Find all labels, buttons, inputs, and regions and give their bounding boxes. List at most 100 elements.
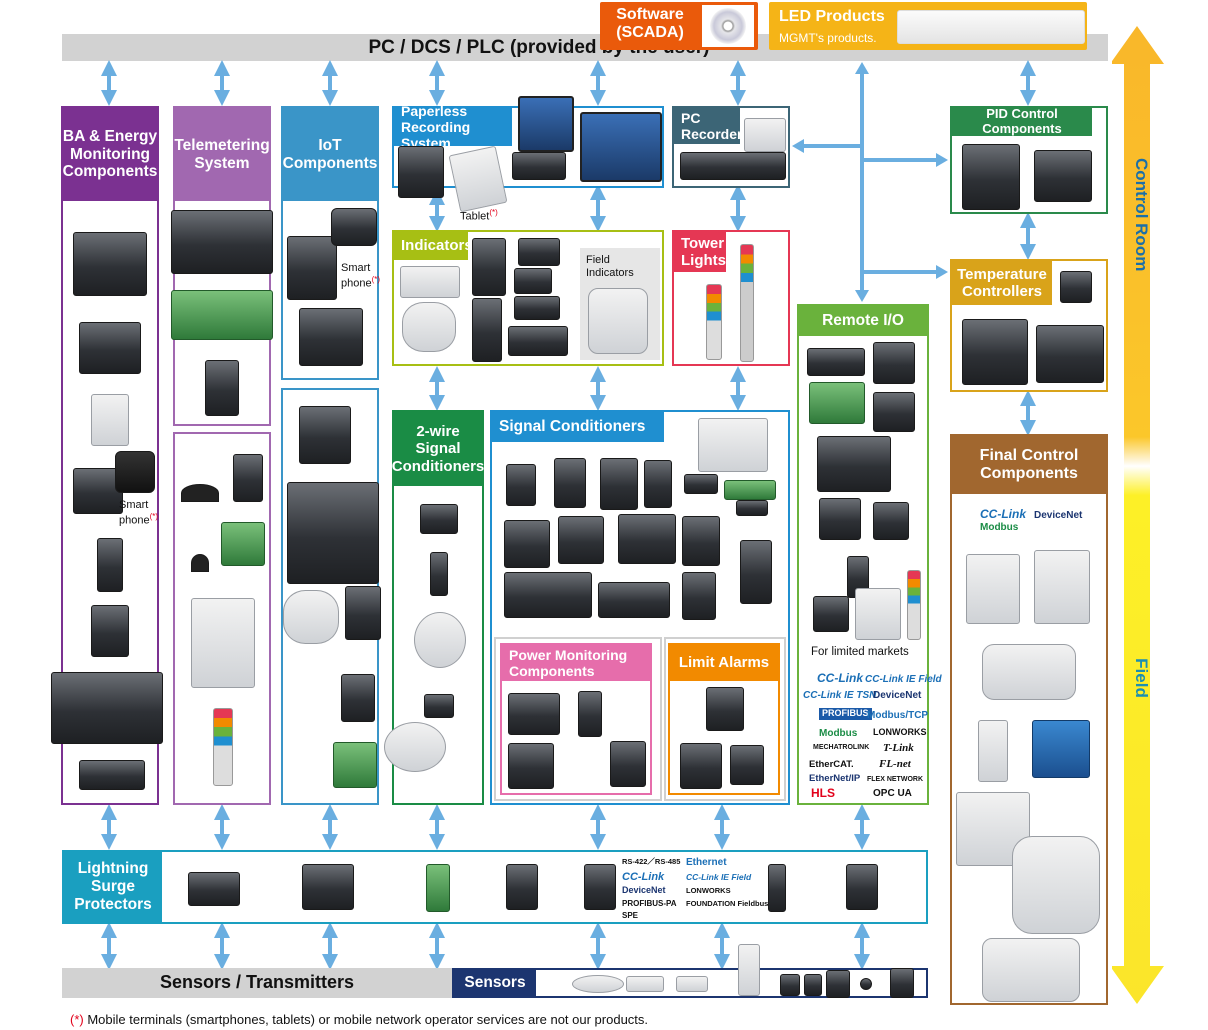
proto-cclink-ie: CC-Link IE Field xyxy=(686,872,752,882)
iot-recorder xyxy=(287,482,379,584)
iot-smartphone-icon xyxy=(331,208,377,246)
proto-ethernet: Ethernet xyxy=(686,857,727,868)
proto-devicenet: DeviceNet xyxy=(622,885,666,895)
proto-rs: RS-422／RS-485 xyxy=(622,857,681,866)
rio-device-5 xyxy=(817,436,891,492)
surge-device-6 xyxy=(768,864,786,912)
iot-module-3 xyxy=(299,406,351,464)
logo-hls: HLS xyxy=(811,786,835,800)
two-wire-device-5 xyxy=(384,722,446,772)
tower-light-short xyxy=(706,284,722,360)
indicator-hex xyxy=(402,302,456,352)
rio-device-3 xyxy=(809,382,865,424)
actuator-4 xyxy=(978,720,1008,782)
rio-wireless-2 xyxy=(855,588,901,640)
logo-t-link: T-Link xyxy=(883,742,914,754)
rio-device-8 xyxy=(813,596,849,632)
field-indicator-device xyxy=(588,288,648,354)
sc-device-1 xyxy=(506,464,536,506)
indicator-2 xyxy=(472,238,506,296)
actuator-2 xyxy=(1034,550,1090,624)
control-room-field-arrow xyxy=(1112,26,1164,1004)
pid-header: PID Control Components xyxy=(952,106,1092,136)
telemetry-unit-2 xyxy=(171,290,273,340)
pid-controller-2 xyxy=(1034,150,1092,202)
sc-device-7 xyxy=(736,500,768,516)
surge-device-5 xyxy=(584,864,616,910)
tower-light-1 xyxy=(213,708,233,786)
ba-module-6 xyxy=(79,760,145,790)
sc-device-11 xyxy=(682,516,720,566)
tablet-label: Tablet(*) xyxy=(460,208,498,223)
pid-panel: PID Control Components xyxy=(950,106,1108,214)
sensor-9 xyxy=(890,968,914,998)
sc-device-2 xyxy=(554,458,586,508)
sc-device-12 xyxy=(740,540,772,604)
antenna-1-icon xyxy=(181,484,219,502)
logo-ethernet-ip: EtherNet/IP xyxy=(809,773,861,784)
logo-flex-network: FLEX NETWORK xyxy=(867,776,923,783)
antenna-2-icon xyxy=(191,554,209,572)
sc-device-4 xyxy=(644,460,672,508)
footnote-asterisk: (*) xyxy=(70,1012,84,1027)
paperless-recorder-4 xyxy=(580,112,662,182)
indicator-1 xyxy=(400,266,460,298)
surge-device-1 xyxy=(188,872,240,906)
sensor-2 xyxy=(626,976,664,992)
logo-cc-link: CC-Link xyxy=(817,671,863,685)
paperless-recorder-2 xyxy=(518,96,574,152)
two-wire-device-4 xyxy=(424,694,454,718)
logo-modbus: Modbus xyxy=(819,728,858,739)
rio-device-1 xyxy=(807,348,865,376)
rio-device-7 xyxy=(873,502,909,540)
smartphone-icon xyxy=(115,451,155,493)
sensor-1 xyxy=(572,975,624,993)
telemetry-unit-1 xyxy=(171,210,273,274)
telemetering-lower-panel xyxy=(173,432,271,805)
paperless-recorder-3 xyxy=(512,152,566,180)
rio-device-4 xyxy=(873,392,915,432)
paperless-recorder-1 xyxy=(398,146,444,198)
power-device-2 xyxy=(578,691,602,737)
gateway-router xyxy=(191,598,255,688)
sensor-3 xyxy=(676,976,708,992)
sensor-7 xyxy=(826,970,850,998)
limit-alarms-header: Limit Alarms xyxy=(670,645,778,681)
pc-recorder-screen xyxy=(744,118,786,152)
remote-io-header: Remote I/O xyxy=(799,306,927,336)
temp-controller-3 xyxy=(1036,325,1104,383)
sc-device-6 xyxy=(724,480,776,500)
logo-cc-link-ie-tsn: CC-Link IE TSN xyxy=(803,690,877,701)
sc-device-3 xyxy=(600,458,638,510)
sc-device-8 xyxy=(504,520,550,568)
sc-device-9 xyxy=(558,516,604,564)
indicator-5 xyxy=(514,268,552,294)
sensor-5 xyxy=(780,974,800,996)
temp-controller-2 xyxy=(962,319,1028,385)
ba-module-2 xyxy=(79,322,141,374)
proto-foundation: FOUNDATION Fieldbus xyxy=(686,899,769,908)
ba-module-rack xyxy=(51,672,163,744)
proto-profibus: PROFIBUS-PA xyxy=(622,899,677,908)
footnote-text: Mobile terminals (smartphones, tablets) … xyxy=(83,1012,649,1027)
limited-markets-label: For limited markets xyxy=(811,646,909,658)
